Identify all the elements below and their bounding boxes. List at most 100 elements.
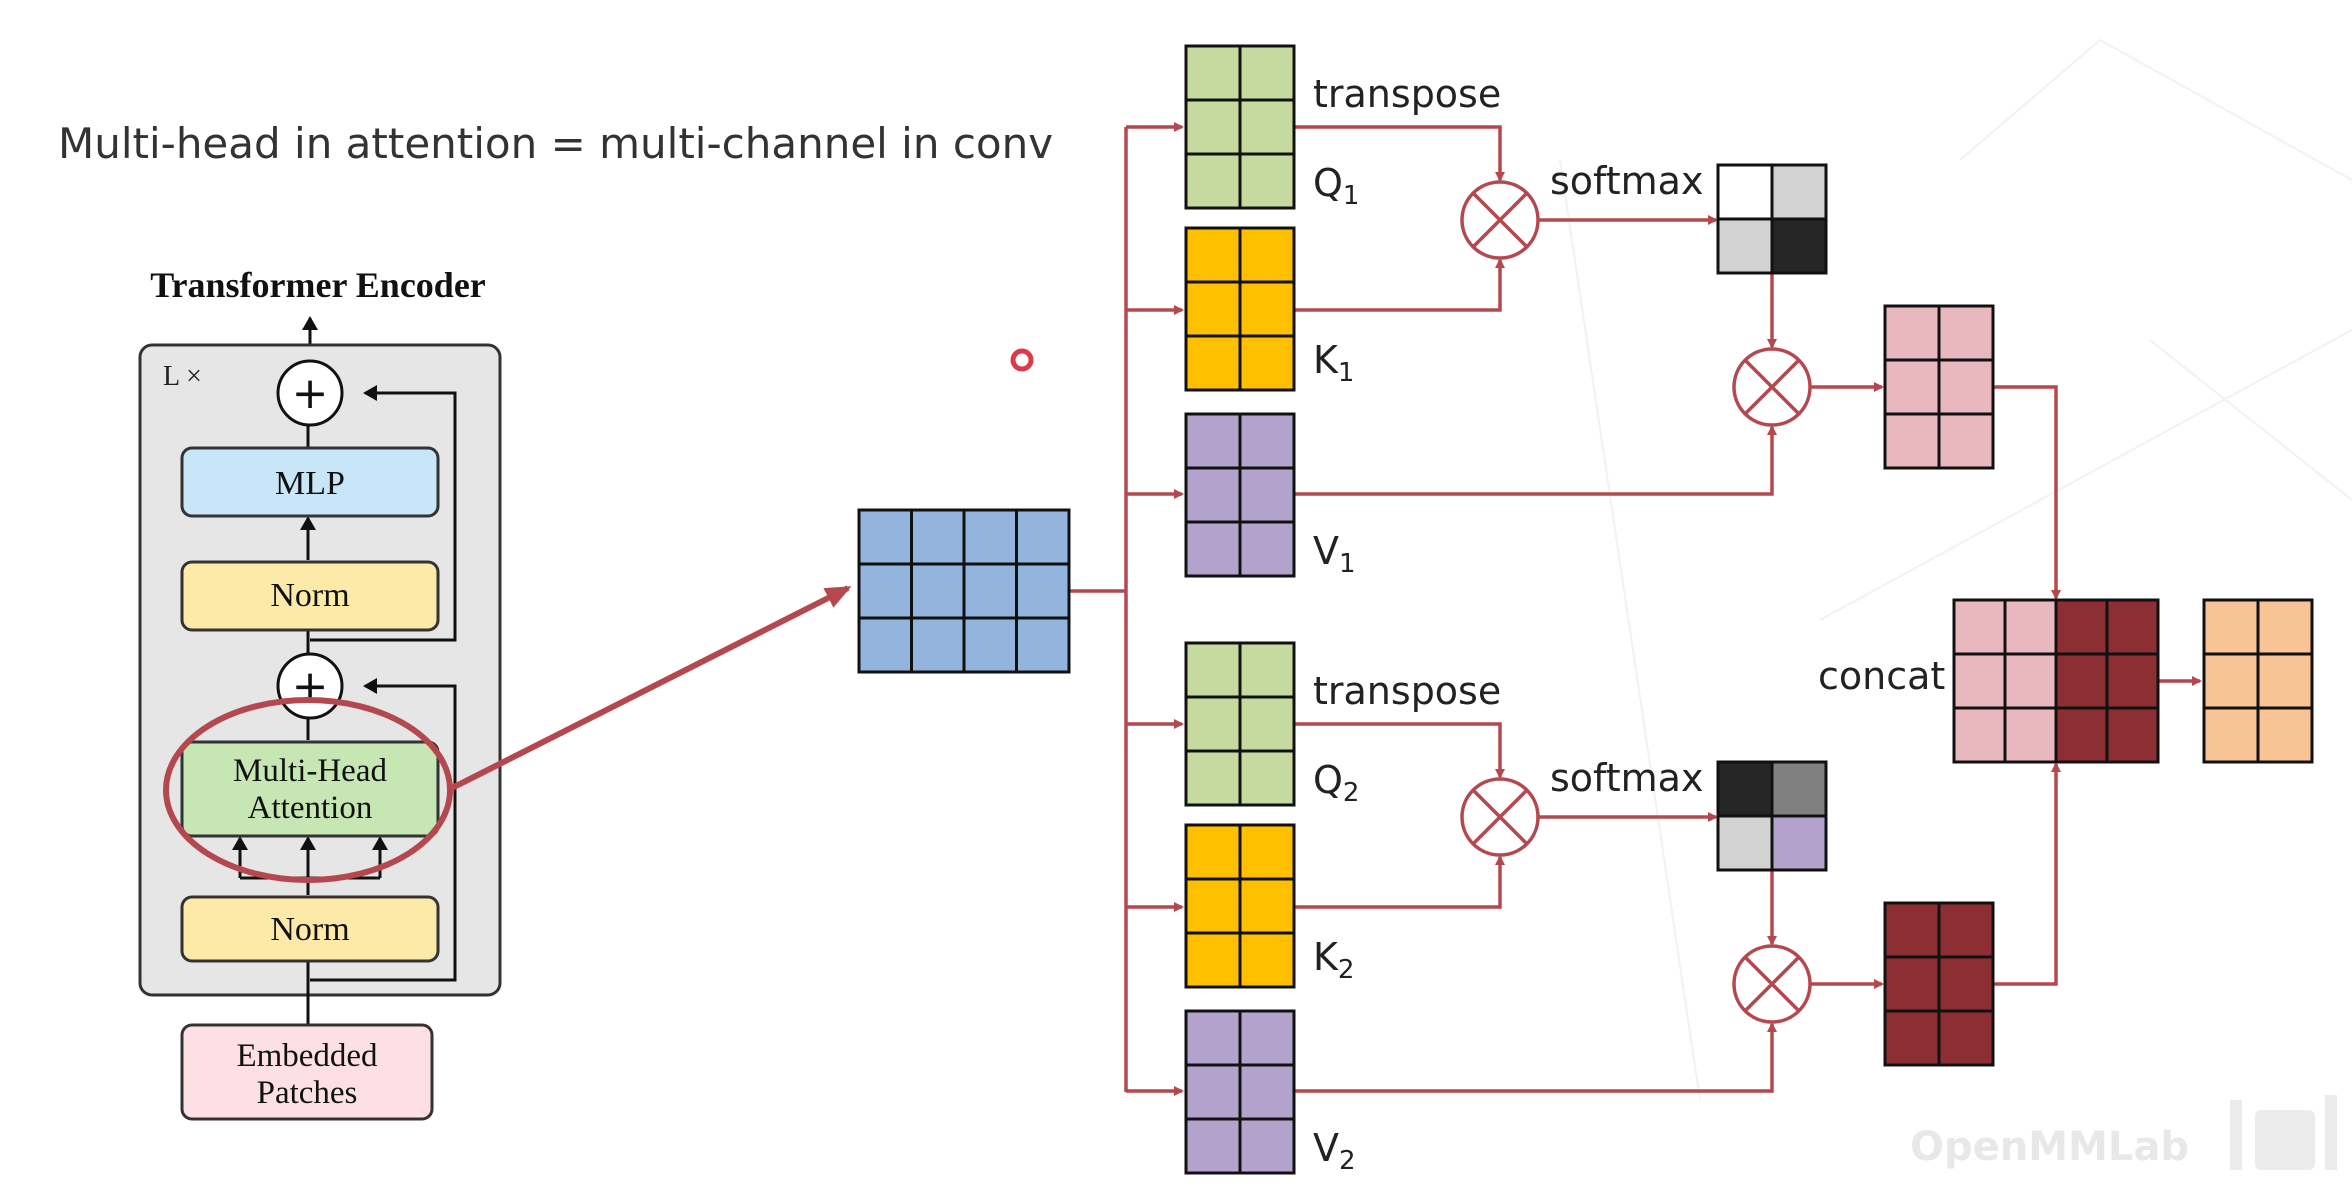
matrix-cell [1238,695,1296,753]
background-decoration [1559,38,2352,1101]
labels: Q1K1V1transposesoftmaxQ2K2V2transposesof… [1313,72,1945,1176]
add-symbol: + [292,661,329,712]
matrix-cell [1883,1009,1941,1067]
matrix-cell [1937,412,1995,470]
matrix-cell [1770,760,1828,818]
matrix-cell [1238,931,1296,989]
matrix-cell [1770,217,1828,275]
matrix-cell [1937,901,1995,959]
qk-multiply-1-icon [1460,180,1540,260]
softmax-label-1: softmax [1550,159,1703,203]
connectors [1070,122,2202,1096]
softmax-label-2: softmax [1550,756,1703,800]
matrix-cell [1952,598,2007,656]
matrix-cell [1184,466,1242,524]
matrix-cell [1238,520,1296,578]
matrix-cell [962,508,1018,566]
matrix-cell [2202,598,2260,656]
sv-multiply-2-icon [1732,944,1812,1024]
embedded-label-line2: Patches [257,1075,358,1111]
matrix-cell [1238,280,1296,338]
v2-label: V2 [1313,1126,1356,1176]
matrix-cell [962,616,1018,674]
matrix-cell [910,616,966,674]
matrix-cell [1883,901,1941,959]
matrix-cell [1015,508,1071,566]
add-node-bottom: + [276,652,344,720]
v1-to-mult [1294,425,1777,496]
matrix-cell [1238,466,1296,524]
matrix-cell [2256,598,2314,656]
watermark: OpenMMLab [1910,1124,2189,1170]
matrix-cell [1937,304,1995,362]
matrix-cell [1238,1117,1296,1175]
norm-block-top[interactable]: Norm [180,560,440,632]
matrix-cell [962,562,1018,620]
matrix-cell [2105,652,2160,710]
k1-label: K1 [1313,338,1354,388]
concat-matrix [1952,598,2160,764]
transpose-label-2: transpose [1313,669,1501,713]
mlp-block[interactable]: MLP [180,446,440,518]
matrix-cell [1883,412,1941,470]
q1-to-mult [1294,125,1505,182]
matrix-cell [2003,706,2058,764]
input-matrix [857,508,1071,674]
final-output-matrix [2202,598,2314,764]
matrix-cell [1716,760,1774,818]
attention-highlight-ellipse [163,697,453,883]
matrix-cell [857,508,913,566]
matrix-cell [1883,955,1941,1013]
v2-to-mult [1294,1022,1777,1093]
matrix-cell [1184,749,1242,807]
matrix-cell [1184,280,1242,338]
transpose-label-1: transpose [1313,72,1501,116]
matrix-cell [1184,44,1242,102]
matrix-cell [2054,706,2109,764]
q2-to-mult [1294,722,1505,779]
matrix-cell [2003,598,2058,656]
multi-head-attention-block[interactable]: Multi-Head Attention [180,740,440,838]
matrix-cell [1184,1117,1242,1175]
norm-block-bottom[interactable]: Norm [180,895,440,963]
matrix-cell [1238,1063,1296,1121]
norm-top-label: Norm [270,577,349,614]
matrix-cell [1238,152,1296,210]
matrix-cell [1184,1063,1242,1121]
residual-path-top [310,385,457,642]
k2-label: K2 [1313,935,1354,985]
bilibili-logo-icon [2230,1095,2337,1170]
matrix-cell [2054,598,2109,656]
matrix-cell [2105,598,2160,656]
matrix-cell [1238,823,1296,881]
matrix-cell [2202,652,2260,710]
matrix-cell [1184,98,1242,156]
matrix-cell [1716,163,1774,221]
matrix-cell [1770,163,1828,221]
matrix-cell [910,508,966,566]
matrix-cell [1716,217,1774,275]
matrix-cell [1238,226,1296,284]
matrix-cell [1952,706,2007,764]
matrix-cell [1184,931,1242,989]
matrix-cell [1238,749,1296,807]
matrix-cell [857,616,913,674]
residual-path-bottom [310,678,457,982]
sv-multiply-1-icon [1732,347,1812,427]
matrices [857,44,2314,1175]
matrix-cell [1184,877,1242,935]
matrix-cell [910,562,966,620]
head1-to-concat [1993,385,2061,600]
embedded-patches-block[interactable]: Embedded Patches [180,1023,434,1121]
head-output-2-matrix [1883,901,1995,1067]
matrix-cell [1238,1009,1296,1067]
matrix-cell [1238,641,1296,699]
matrix-cell [1238,98,1296,156]
qk-multiply-2-icon [1460,777,1540,857]
q2-matrix [1184,641,1296,807]
v1-label: V1 [1313,529,1356,579]
matrix-cell [1015,562,1071,620]
k2-matrix [1184,823,1296,989]
attention-score-matrix-2 [1716,760,1828,872]
